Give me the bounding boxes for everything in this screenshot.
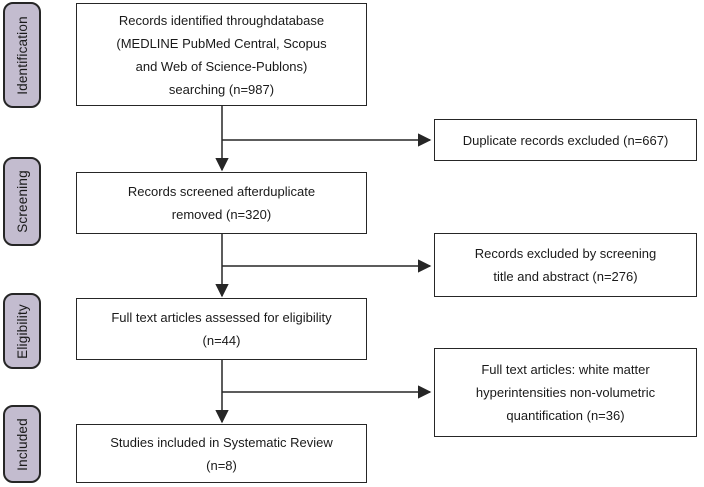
box-duplicates-excluded: Duplicate records excluded (n=667) [434,119,697,161]
box-screening-excluded-text: Records excluded by screening title and … [474,246,657,284]
box-records-screened-text: Records screened afterduplicate removed … [127,184,316,222]
box-studies-included-text: Studies included in Systematic Review (n… [110,434,333,473]
box-fulltext-assessed-text: Full text articles assessed for eligibil… [111,310,332,348]
box-screening-excluded: Records excluded by screening title and … [434,233,697,297]
box-fulltext-excluded: Full text articles: white matter hyperin… [434,348,697,437]
box-studies-included: Studies included in Systematic Review (n… [76,424,367,483]
stage-label-screening: Screening [14,170,30,233]
stage-tab-eligibility: Eligibility [3,293,41,369]
stage-tab-screening: Screening [3,157,41,246]
box-records-screened: Records screened afterduplicate removed … [76,172,367,234]
box-fulltext-excluded-text: Full text articles: white matter hyperin… [475,362,656,423]
stage-label-eligibility: Eligibility [14,303,30,359]
box-fulltext-assessed: Full text articles assessed for eligibil… [76,298,367,360]
stage-label-included: Included [14,417,30,471]
box-records-identified-text: Records identified throughdatabase (MEDL… [116,12,327,97]
stage-label-identification: Identification [14,15,30,95]
box-duplicates-excluded-text: Duplicate records excluded (n=667) [462,132,669,148]
stage-tab-included: Included [3,405,41,483]
box-records-identified: Records identified throughdatabase (MEDL… [76,3,367,106]
stage-tab-identification: Identification [3,2,41,108]
